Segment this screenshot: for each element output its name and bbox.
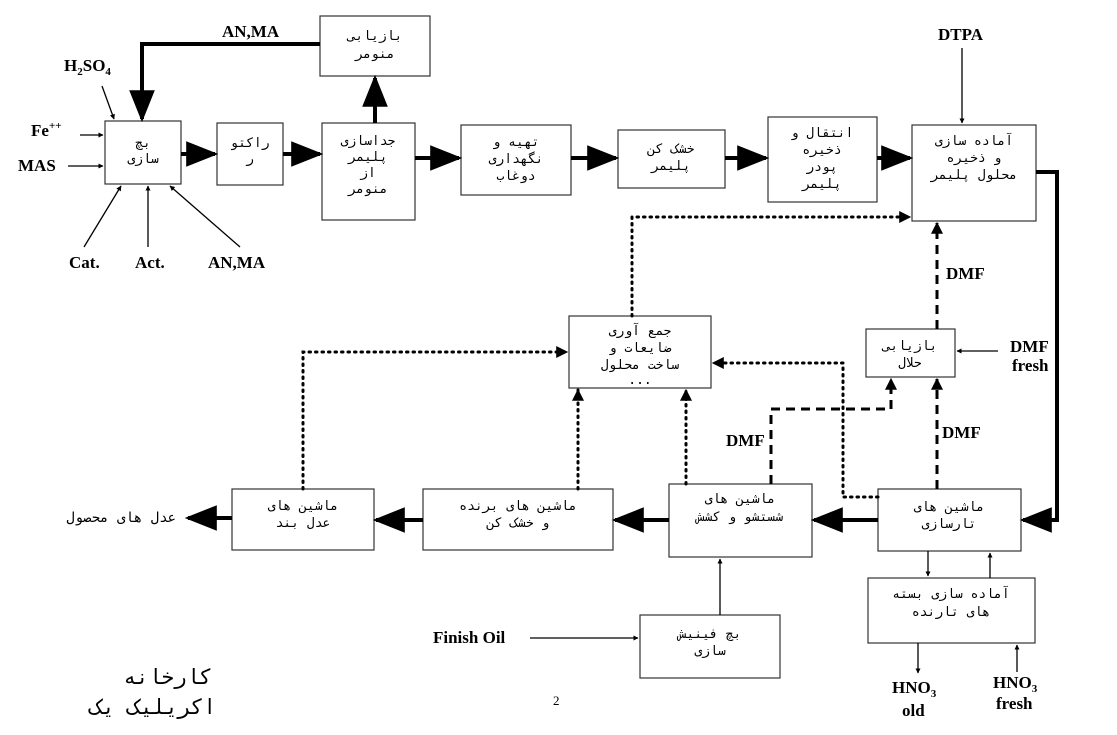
arrow-waste-to-solution [630,211,912,318]
label-product-bales: عدل های محصول [66,510,176,526]
powder-transfer-box: انتقال و ذخیره پودر پلیمر [767,116,878,203]
arrow-an-ma [169,185,241,248]
separation-line-1: جداسازی [341,134,396,149]
monomer-recovery-line-1: بازیابی [347,29,403,44]
finish-prep-line-2: سازی [694,644,725,659]
powder-transfer-line-3: پودر [805,160,837,175]
dryer-line-2: پلیمر [649,159,690,174]
cutting-line-1: ماشین های برنده [459,499,576,514]
cutting-box: ماشین های برنده و خشک کن [422,488,614,551]
arrow-spinning-waste [711,357,880,499]
waste-collection-line-4: ... [628,373,651,388]
seed-box: بچ سازی [104,120,182,185]
powder-transfer-line-2: ذخیره [802,143,841,158]
cutting-line-2: و خشک کن [486,516,550,531]
reactor-line-1: راکتو [230,136,269,151]
dope-prep-line-3: دوغاب [496,169,535,184]
waste-collection-line-3: ساخت محلول [601,358,679,373]
label-dmf-top: DMF [946,264,985,283]
label-cat: Cat. [69,253,100,272]
seed-line-1: بچ [135,136,151,151]
spinning-line-2: تارسازی [922,517,977,532]
label-hno3-old-1: HNO3 [892,678,937,700]
dryer-line-1: خشک کن [647,142,695,157]
separation-line-2: پلیمر [346,150,387,165]
spin-bath-line-2: های تارنده [912,605,990,620]
reactor-line-2: ر [245,152,254,167]
seed-line-2: سازی [127,152,158,167]
arrow-cat [83,185,122,248]
waste-dotted-arrows [301,211,912,499]
waste-collection-box: جمع آوری ضایعات و ساخت محلول ... [568,315,712,389]
dmf-dashed-arrows [769,221,943,489]
arrow-h2so4 [101,85,115,120]
solution-prep-line-1: آماده سازی [935,132,1013,149]
label-dmf-fresh-2: fresh [1012,356,1049,375]
dryer-box: خشک کن پلیمر [617,129,726,189]
label-fe: Fe++ [31,120,61,140]
powder-transfer-line-1: انتقال و [791,126,854,141]
label-hno3-fresh-1: HNO3 [993,673,1038,695]
arrow-baling-waste [301,346,569,491]
baling-box: ماشین های عدل بند [231,488,375,551]
label-hno3-fresh-2: fresh [996,694,1033,713]
label-h2so4: H2SO4 [64,56,111,78]
waste-collection-line-1: جمع آوری [609,322,672,339]
solution-prep-box: آماده سازی و ذخیره محلول پلیمر [911,124,1037,222]
main-flow-arrows [129,42,1059,533]
arrow-solution-to-spinning [1019,170,1059,533]
powder-transfer-line-4: پلیمر [800,177,841,192]
solution-prep-line-3: محلول پلیمر [929,168,1017,183]
separation-line-3: از [359,166,376,181]
reactor-box: راکتو ر [216,122,284,186]
washing-box: ماشین های شستشو و کشش [668,483,813,558]
spin-bath-box: آماده سازی بسته های تارنده [867,577,1036,644]
spinning-box: ماشین های تارسازی [877,488,1022,552]
solution-prep-line-2: و ذخیره [947,151,1002,166]
waste-collection-line-2: ضایعات و [609,341,672,356]
solvent-recovery-box: بازیابی حلال [865,328,956,378]
input-arrows [68,48,1020,674]
label-dmf-left: DMF [726,431,765,450]
arrow-monomer-recycle [129,42,320,123]
label-dtpa: DTPA [938,25,984,44]
solvent-recovery-line-1: بازیابی [882,339,938,354]
label-dmf-mid: DMF [942,423,981,442]
label-dmf-fresh-1: DMF [1010,337,1049,356]
label-hno3-old-2: old [902,701,925,720]
baling-line-2: عدل بند [276,516,331,531]
footer-title-line-2: اکریلیک یک [88,695,216,719]
dope-prep-box: تهیه و نگهداری دوغاب [460,124,572,196]
finish-prep-line-1: بچ فینیش [677,627,742,642]
label-an-ma-bottom: AN,MA [208,253,266,272]
separation-box: جداسازی پلیمر از منومر [321,122,416,221]
label-mas: MAS [18,156,56,175]
page-number: 2 [553,693,560,708]
monomer-recovery-line-2: منومر [353,47,394,62]
footer-title-line-1: کارخانه [123,665,212,689]
separation-line-4: منومر [346,182,387,197]
dope-prep-line-1: تهیه و [493,135,540,150]
spin-bath-line-1: آماده سازی بسته [892,585,1009,602]
finish-prep-box: بچ فینیش سازی [639,614,781,679]
label-finish-oil: Finish Oil [433,628,506,647]
washing-line-1: ماشین های [705,492,775,507]
dope-prep-line-2: نگهداری [489,151,544,167]
baling-line-1: ماشین های [268,499,338,514]
washing-line-2: شستشو و کشش [695,510,783,525]
label-act: Act. [135,253,165,272]
spinning-line-1: ماشین های [914,500,984,515]
arrow-dmf-washing-to-recovery [769,377,897,484]
monomer-recovery-box: بازیابی منومر [319,15,431,77]
solvent-recovery-line-2: حلال [898,356,922,371]
label-an-ma-top: AN,MA [222,22,280,41]
